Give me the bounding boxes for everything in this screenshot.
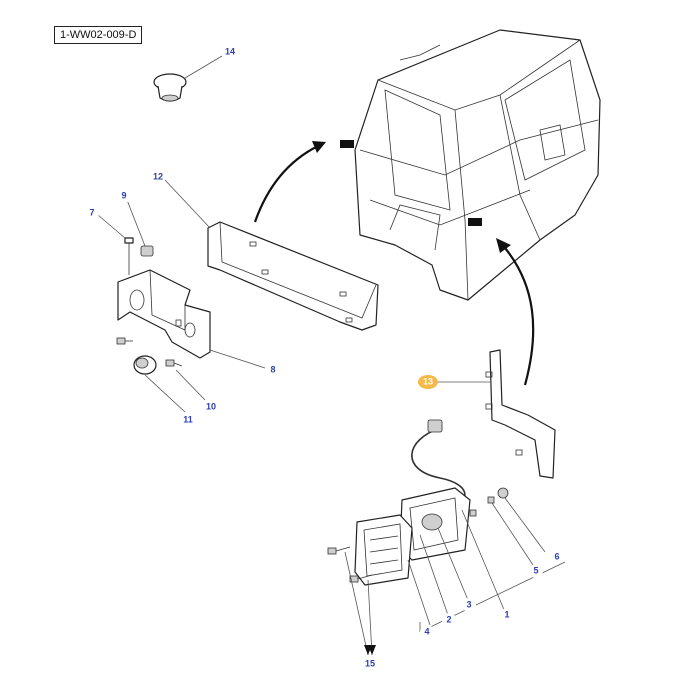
svg-text:13: 13 [423, 376, 433, 386]
svg-text:10: 10 [206, 401, 216, 411]
callout-11: 11 [180, 412, 196, 428]
part-bolts-15 [327, 546, 373, 583]
part-lamp-lens-4 [354, 514, 413, 586]
arrow-head-lower [496, 238, 511, 253]
part-cap-11 [133, 355, 157, 375]
svg-text:6: 6 [554, 551, 559, 561]
svg-text:15: 15 [365, 658, 375, 668]
callout-1: 1 [500, 608, 514, 622]
part-mount-bracket-8 [117, 269, 211, 359]
part-plug-14 [153, 73, 187, 102]
arrow-head-upper [312, 141, 326, 153]
callout-3: 3 [462, 598, 476, 612]
part-screw-10 [165, 359, 183, 367]
svg-text:8: 8 [270, 364, 275, 374]
svg-text:11: 11 [183, 414, 193, 424]
svg-text:9: 9 [121, 190, 126, 200]
arrow-to-cab-lower [504, 247, 535, 386]
part-bolt-7 [124, 237, 134, 275]
callout-2: 2 [442, 613, 456, 627]
callout-6: 6 [550, 550, 564, 564]
svg-text:5: 5 [533, 565, 538, 575]
callout-13-highlighted[interactable]: 13 [418, 375, 438, 389]
svg-text:12: 12 [153, 171, 163, 181]
callout-8: 8 [266, 363, 280, 377]
part-nut-9 [140, 245, 154, 257]
callout-5: 5 [529, 564, 543, 578]
callout-10: 10 [203, 399, 219, 415]
diagram-reference-code: 1-WW02-009-D [54, 26, 143, 44]
part-lamp-housing-1 [399, 487, 471, 561]
svg-text:3: 3 [466, 599, 471, 609]
callout-9: 9 [117, 189, 131, 203]
part-bracket-12 [207, 221, 379, 331]
svg-text:4: 4 [424, 626, 429, 636]
svg-text:2: 2 [446, 614, 451, 624]
part-bolt-lamp [469, 487, 509, 517]
arrow-to-cab-upper [253, 145, 319, 223]
callout-14: 14 [223, 45, 237, 59]
svg-text:7: 7 [89, 207, 94, 217]
callout-4: 4 [420, 625, 434, 639]
callout-7: 7 [85, 206, 99, 220]
part-screw-small [116, 337, 133, 345]
part-lamp-bracket-13 [485, 349, 556, 479]
cab-frame [340, 29, 601, 301]
svg-text:14: 14 [225, 46, 235, 56]
svg-text:1: 1 [504, 609, 509, 619]
callout-12: 12 [151, 170, 165, 184]
callout-15: 15 [362, 656, 378, 672]
